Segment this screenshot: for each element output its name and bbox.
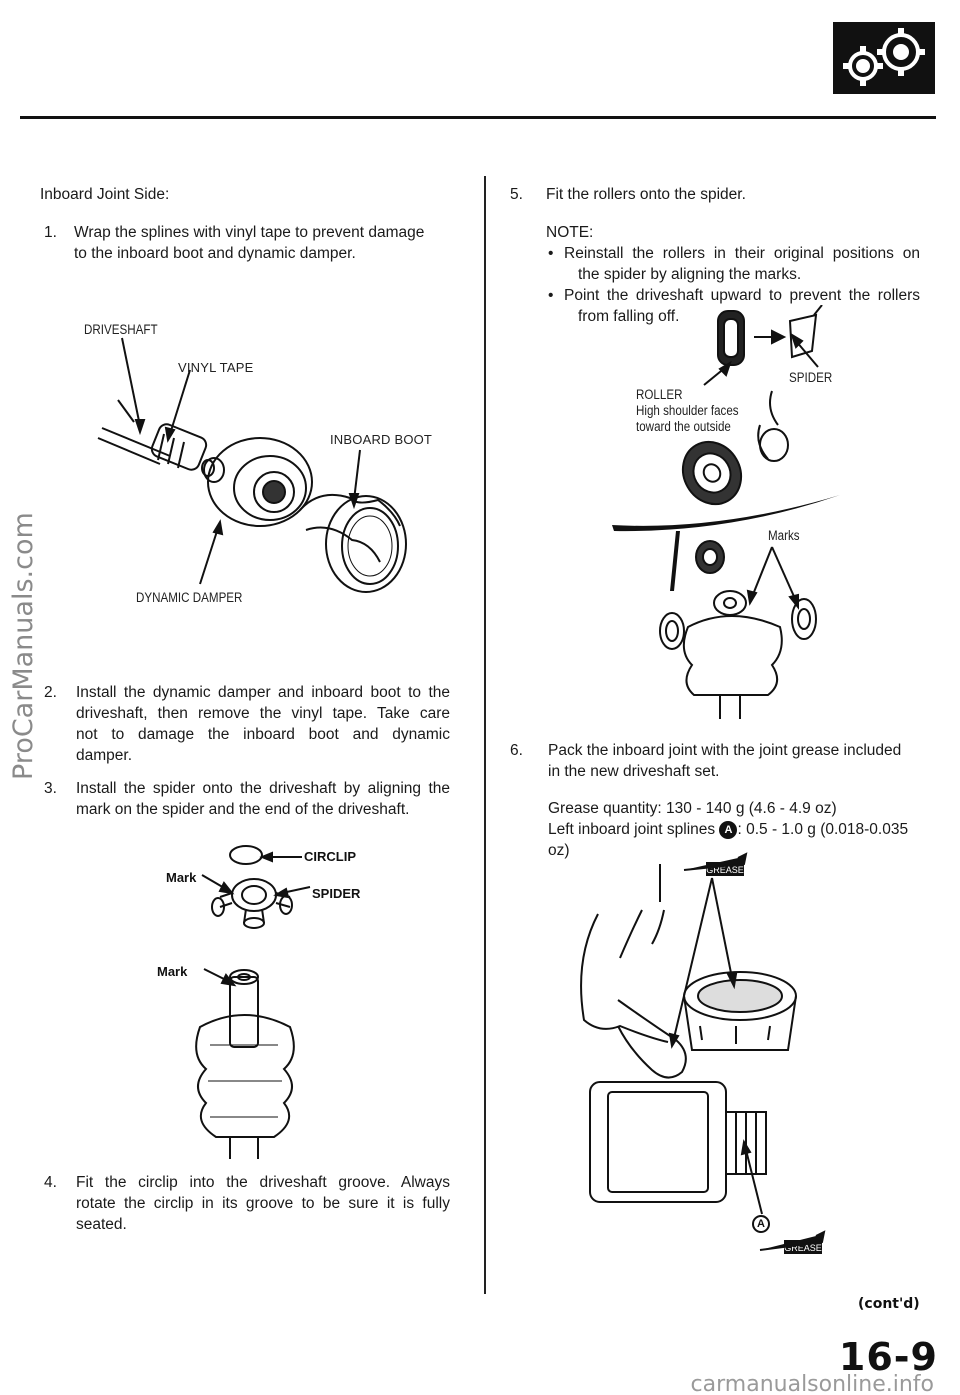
step-1-line1: Wrap the splines with vinyl tape to prev…: [74, 224, 425, 241]
gears-icon: [833, 22, 935, 94]
step-1-number: 1.: [44, 224, 57, 241]
step-2-line2: driveshaft, then remove the vinyl tape. …: [76, 705, 450, 722]
step-5-text: Fit the rollers onto the spider.: [546, 186, 746, 203]
step-3-number: 3.: [44, 780, 57, 797]
callout-a-badge: A: [719, 820, 738, 839]
label-vinyl-tape: VINYL TAPE: [178, 360, 254, 375]
step-1-line2: to the inboard boot and dynamic damper.: [74, 245, 356, 262]
grease-left-inboard: Left inboard joint splines A: 0.5 - 1.0 …: [548, 819, 908, 840]
watermark: ProCarManuals.com: [8, 512, 39, 780]
note-heading: NOTE:: [546, 224, 594, 241]
step-2-line3: not to damage the inboard boot and dynam…: [76, 726, 450, 743]
note-bullet-2-dot: •: [548, 287, 554, 304]
step-2-number: 2.: [44, 684, 57, 701]
continued-label: (cont'd): [858, 1296, 920, 1312]
header-rule: [20, 116, 936, 119]
step-5-number: 5.: [510, 186, 523, 203]
step-4-line1: Fit the circlip into the driveshaft groo…: [76, 1174, 450, 1191]
label-marks: Marks: [768, 528, 800, 543]
site-watermark: carmanualsonline.info: [690, 1372, 934, 1395]
label-circlip: CIRCLIP: [304, 849, 356, 864]
step-6-line1: Pack the inboard joint with the joint gr…: [548, 742, 902, 759]
grease-left-prefix: Left inboard joint splines: [548, 821, 716, 838]
column-divider: [484, 176, 486, 1294]
grease-tube-label-top: GREASE: [706, 865, 744, 875]
figure-grease-packing: GREASE GREASE: [560, 850, 840, 1260]
figure-spider-circlip: [150, 835, 380, 1165]
label-roller: ROLLER: [636, 387, 683, 402]
step-4-line2: rotate the circlip in its groove to be s…: [76, 1195, 450, 1212]
step-2-line4: damper.: [76, 747, 133, 764]
note-bullet-1-line1: Reinstall the rollers in their original …: [564, 245, 920, 262]
callout-a-figure: A: [752, 1215, 770, 1233]
label-inboard-boot: INBOARD BOOT: [330, 432, 433, 447]
step-3-line1: Install the spider onto the driveshaft b…: [76, 780, 450, 797]
label-roller-note-1: High shoulder faces: [636, 403, 739, 418]
figure-driveshaft-boot: [60, 310, 460, 610]
grease-left-suffix-2: oz): [548, 842, 570, 859]
label-mark: Mark: [166, 870, 197, 885]
note-bullet-1-line2: the spider by aligning the marks.: [578, 266, 802, 283]
page-number: 16-9: [838, 1335, 938, 1379]
label-spider: SPIDER: [312, 886, 361, 901]
grease-quantity: Grease quantity: 130 - 140 g (4.6 - 4.9 …: [548, 800, 837, 817]
step-4-line3: seated.: [76, 1216, 127, 1233]
label-driveshaft: DRIVESHAFT: [84, 322, 158, 337]
step-6-number: 6.: [510, 742, 523, 759]
section-heading: Inboard Joint Side:: [40, 186, 170, 203]
step-3-line2: mark on the spider and the end of the dr…: [76, 801, 410, 818]
label-spider-fig3: SPIDER: [789, 370, 833, 385]
note-bullet-2-line1: Point the driveshaft upward to prevent t…: [564, 287, 920, 304]
note-bullet-1-dot: •: [548, 245, 554, 262]
step-2-line1: Install the dynamic damper and inboard b…: [76, 684, 450, 701]
note-bullet-2-line2: from falling off.: [578, 308, 680, 325]
grease-left-suffix: : 0.5 - 1.0 g (0.018-0.035: [737, 821, 909, 838]
grease-tube-label-bottom: GREASE: [784, 1243, 822, 1253]
step-6-line2: in the new driveshaft set.: [548, 763, 720, 780]
step-4-number: 4.: [44, 1174, 57, 1191]
figure-rollers-spider: [600, 304, 850, 725]
label-roller-note-2: toward the outside: [636, 419, 731, 434]
label-mark-2: Mark: [157, 964, 188, 979]
label-dynamic-damper: DYNAMIC DAMPER: [136, 590, 243, 605]
